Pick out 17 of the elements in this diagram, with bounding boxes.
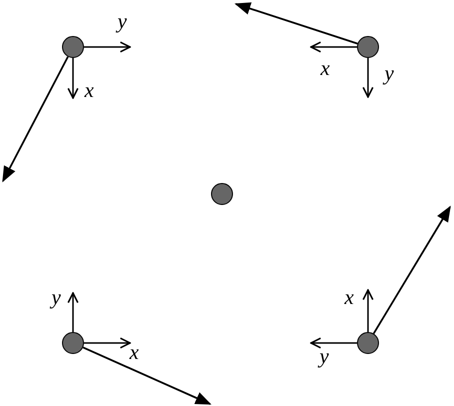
point-dot xyxy=(62,332,84,354)
arrow xyxy=(234,2,358,44)
point-dot xyxy=(357,36,379,58)
axis-label: x xyxy=(84,80,94,100)
point-dot xyxy=(211,183,233,205)
axis-label: y xyxy=(52,286,61,308)
point-dot xyxy=(62,36,84,58)
axis-label: y xyxy=(384,62,394,84)
axis-label: y xyxy=(118,10,127,32)
arrow xyxy=(2,56,69,182)
axis-label: x xyxy=(344,286,354,308)
point-dot xyxy=(357,332,379,354)
arrow xyxy=(372,206,451,334)
axis-label: x xyxy=(320,58,330,78)
arrow xyxy=(82,346,212,405)
axis-label: x xyxy=(130,342,139,362)
axis-label: y xyxy=(320,346,329,366)
